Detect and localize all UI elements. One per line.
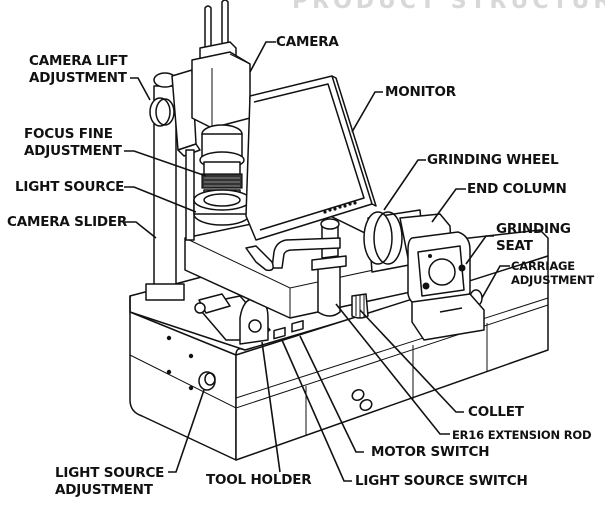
label-light-source: LIGHT SOURCE bbox=[15, 179, 125, 195]
label-end-column: END COLUMN bbox=[467, 181, 567, 197]
label-grinding-wheel: GRINDING WHEEL bbox=[427, 152, 559, 168]
extension-rod-drawing bbox=[271, 218, 369, 319]
monitor-drawing bbox=[245, 75, 377, 272]
label-motor-switch: MOTOR SWITCH bbox=[371, 444, 490, 460]
label-grinding-seat-line2: SEAT bbox=[496, 238, 533, 254]
tool-holder-drawing bbox=[194, 293, 271, 345]
label-camera-lift-adjustment-line1: CAMERA LIFT bbox=[29, 53, 128, 69]
label-carriage-adjustment-line2: ADJUSTMENT bbox=[511, 273, 594, 287]
camera-drawing bbox=[191, 0, 251, 226]
label-focus-fine-adjustment-line1: FOCUS FINE bbox=[24, 126, 113, 142]
diagram-title: PRODUCT STRUCTURE bbox=[292, 0, 605, 14]
label-grinding-seat-line1: GRINDING bbox=[496, 221, 571, 237]
label-collet: COLLET bbox=[468, 404, 524, 420]
label-light-source-adjustment-line2: ADJUSTMENT bbox=[55, 482, 153, 498]
label-camera-slider: CAMERA SLIDER bbox=[7, 214, 128, 230]
label-tool-holder: TOOL HOLDER bbox=[206, 472, 312, 488]
label-camera: CAMERA bbox=[276, 34, 339, 50]
switches-drawing bbox=[273, 320, 304, 340]
label-light-source-switch: LIGHT SOURCE SWITCH bbox=[355, 473, 528, 489]
label-focus-fine-adjustment-line2: ADJUSTMENT bbox=[24, 143, 122, 159]
label-light-source-adjustment-line1: LIGHT SOURCE bbox=[55, 465, 165, 481]
label-camera-lift-adjustment-line2: ADJUSTMENT bbox=[29, 70, 127, 86]
grinding-head-drawing bbox=[363, 209, 485, 341]
label-carriage-adjustment-line1: CARRIAGE bbox=[511, 259, 575, 273]
label-monitor: MONITOR bbox=[385, 84, 456, 100]
label-er16-extension-rod: ER16 EXTENSION ROD bbox=[452, 428, 592, 442]
leader-lines bbox=[124, 41, 510, 482]
camera-column-drawing bbox=[145, 69, 201, 301]
